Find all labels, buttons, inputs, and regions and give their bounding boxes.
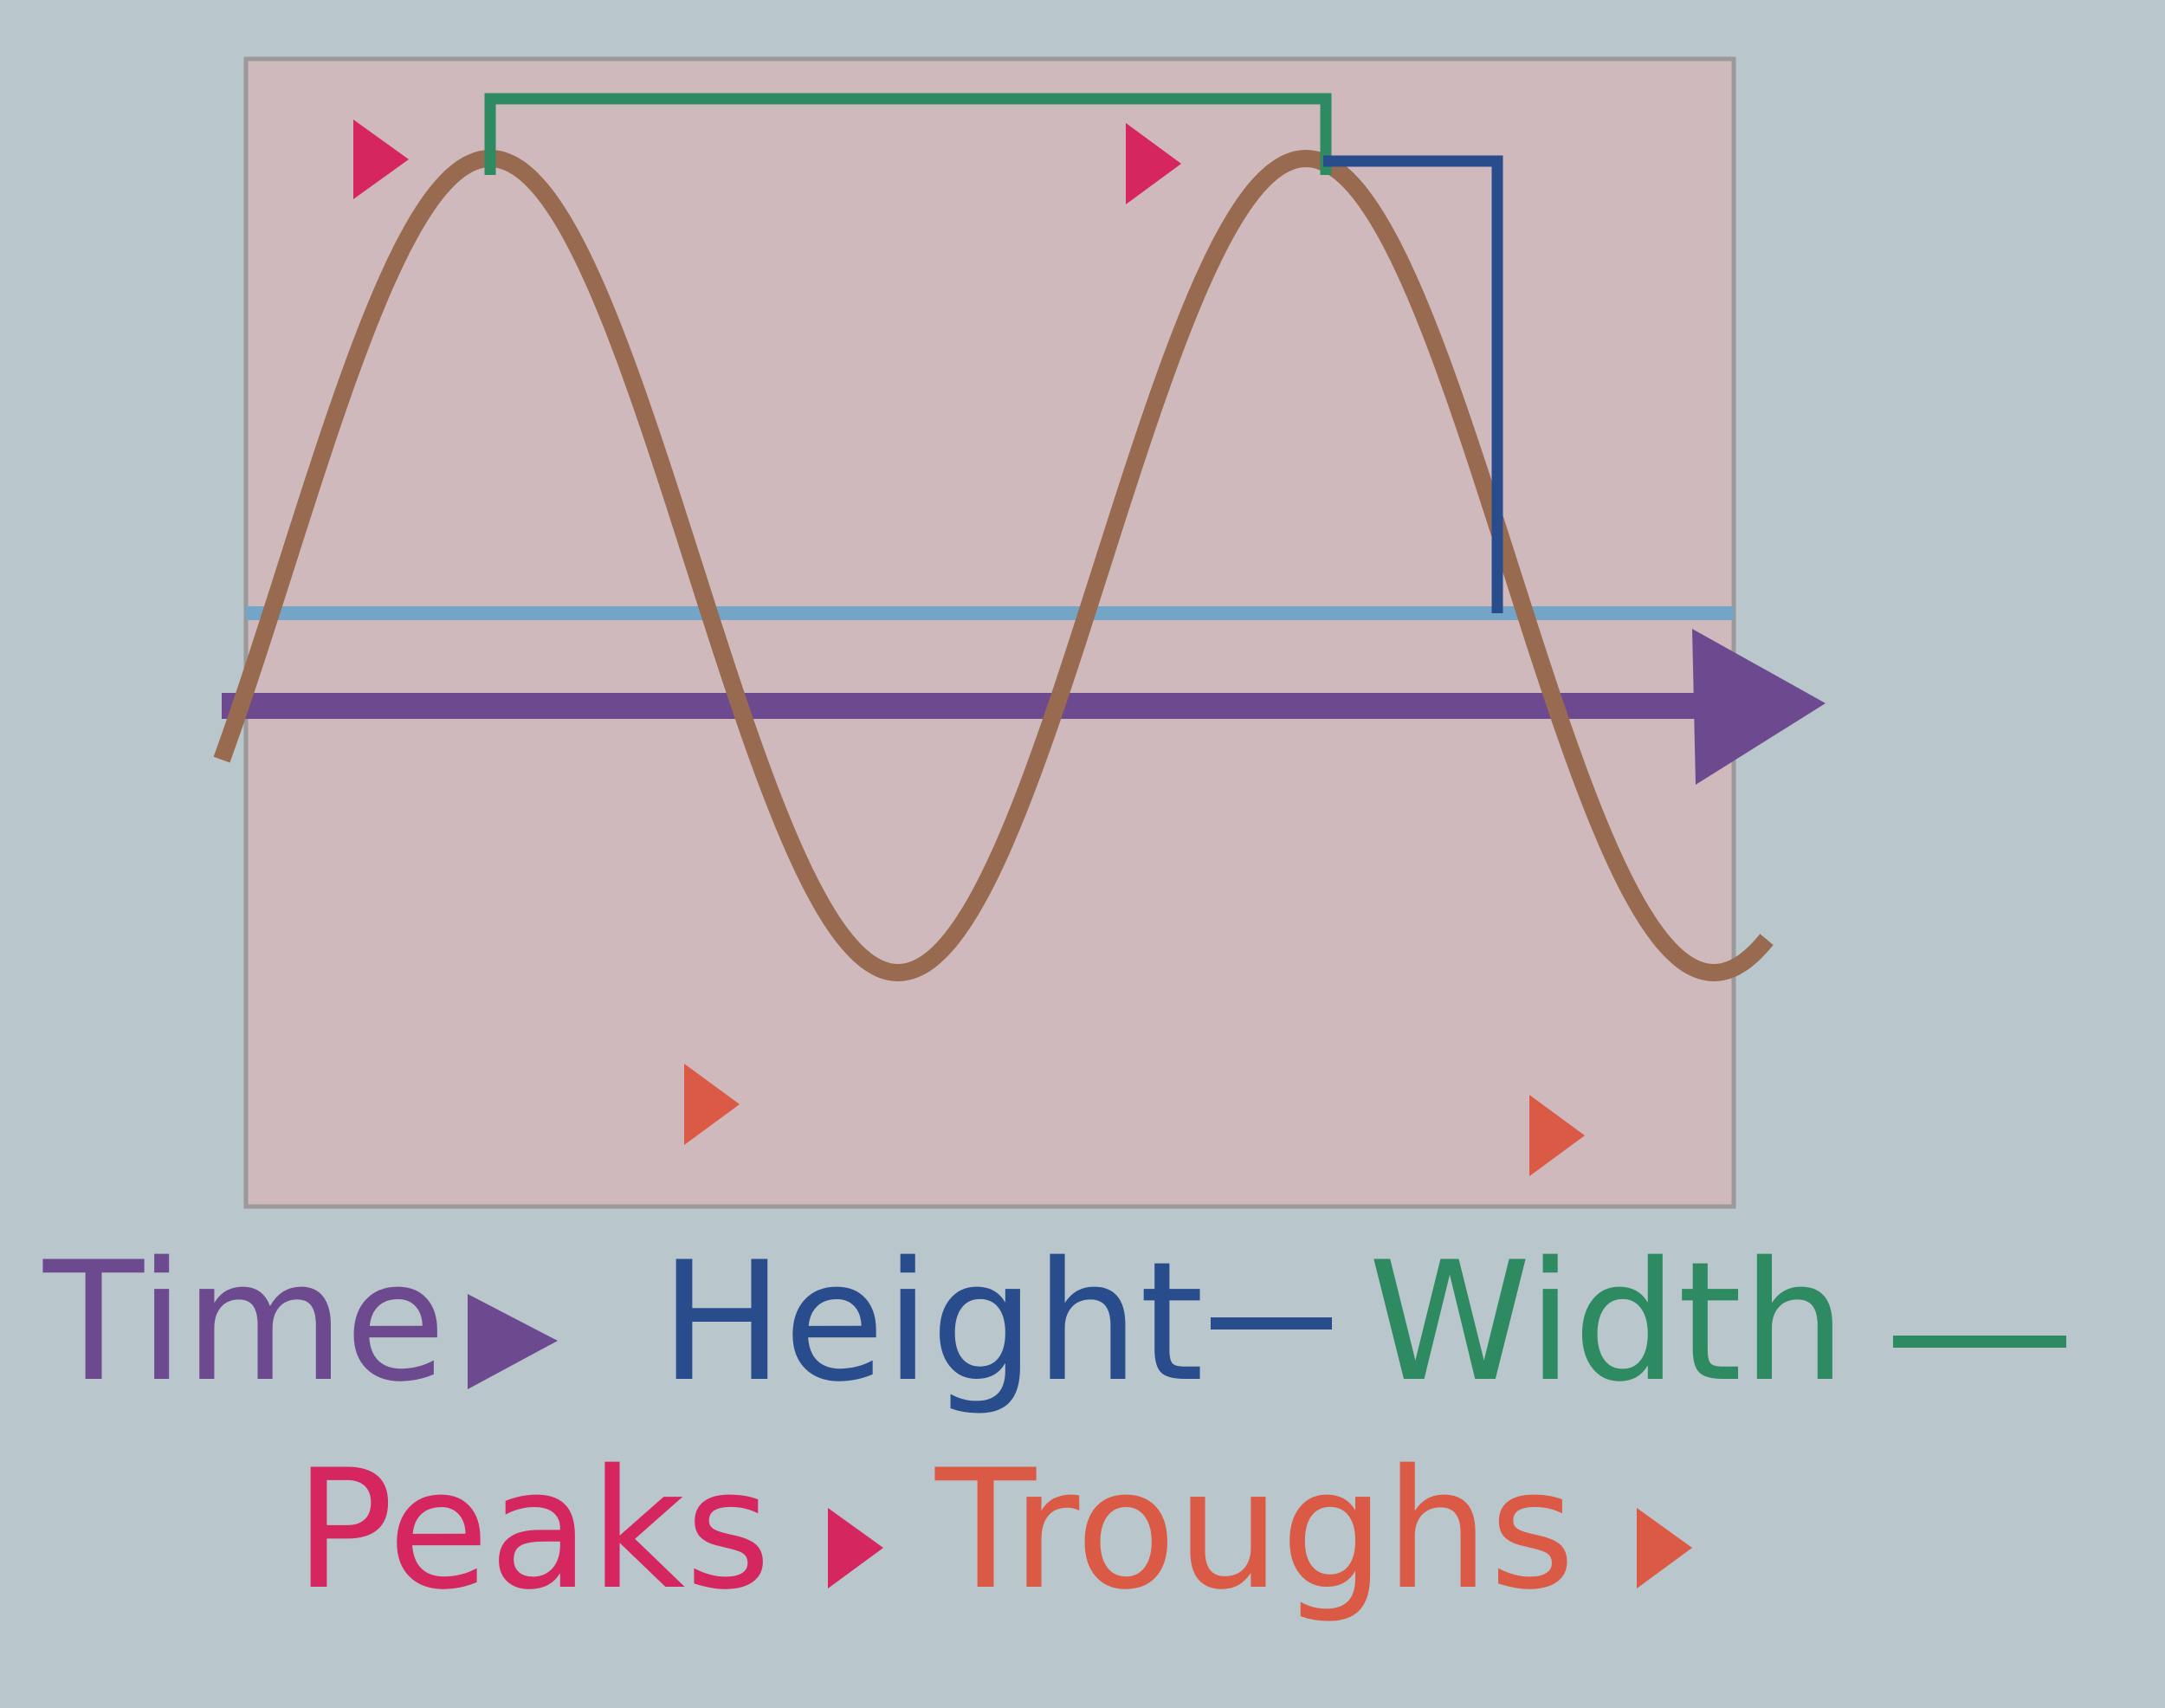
legend-time-label: Time xyxy=(42,1226,446,1418)
triangle-right-icon xyxy=(828,1508,883,1588)
trough-marker-icon xyxy=(684,1064,740,1145)
plot-area xyxy=(243,56,1736,1209)
triangle-right-icon xyxy=(1637,1508,1692,1588)
legend-peaks-label: Peaks xyxy=(294,1434,771,1626)
peak-marker-icon xyxy=(1126,123,1181,204)
dash-icon xyxy=(1893,1336,2066,1348)
trough-marker-icon xyxy=(1529,1095,1585,1176)
time-axis-arrowhead-icon xyxy=(1692,629,1826,785)
peak-marker-icon xyxy=(353,120,409,199)
legend-troughs-label: Troughs xyxy=(934,1434,1575,1626)
legend-height-label: Height xyxy=(660,1226,1204,1418)
triangle-right-icon xyxy=(468,1294,558,1389)
width-bracket xyxy=(484,93,1332,175)
dash-icon xyxy=(1211,1317,1332,1330)
legend-width-label: Width xyxy=(1368,1226,1846,1418)
wave-curve xyxy=(213,149,1774,982)
height-bracket xyxy=(1323,155,1503,613)
